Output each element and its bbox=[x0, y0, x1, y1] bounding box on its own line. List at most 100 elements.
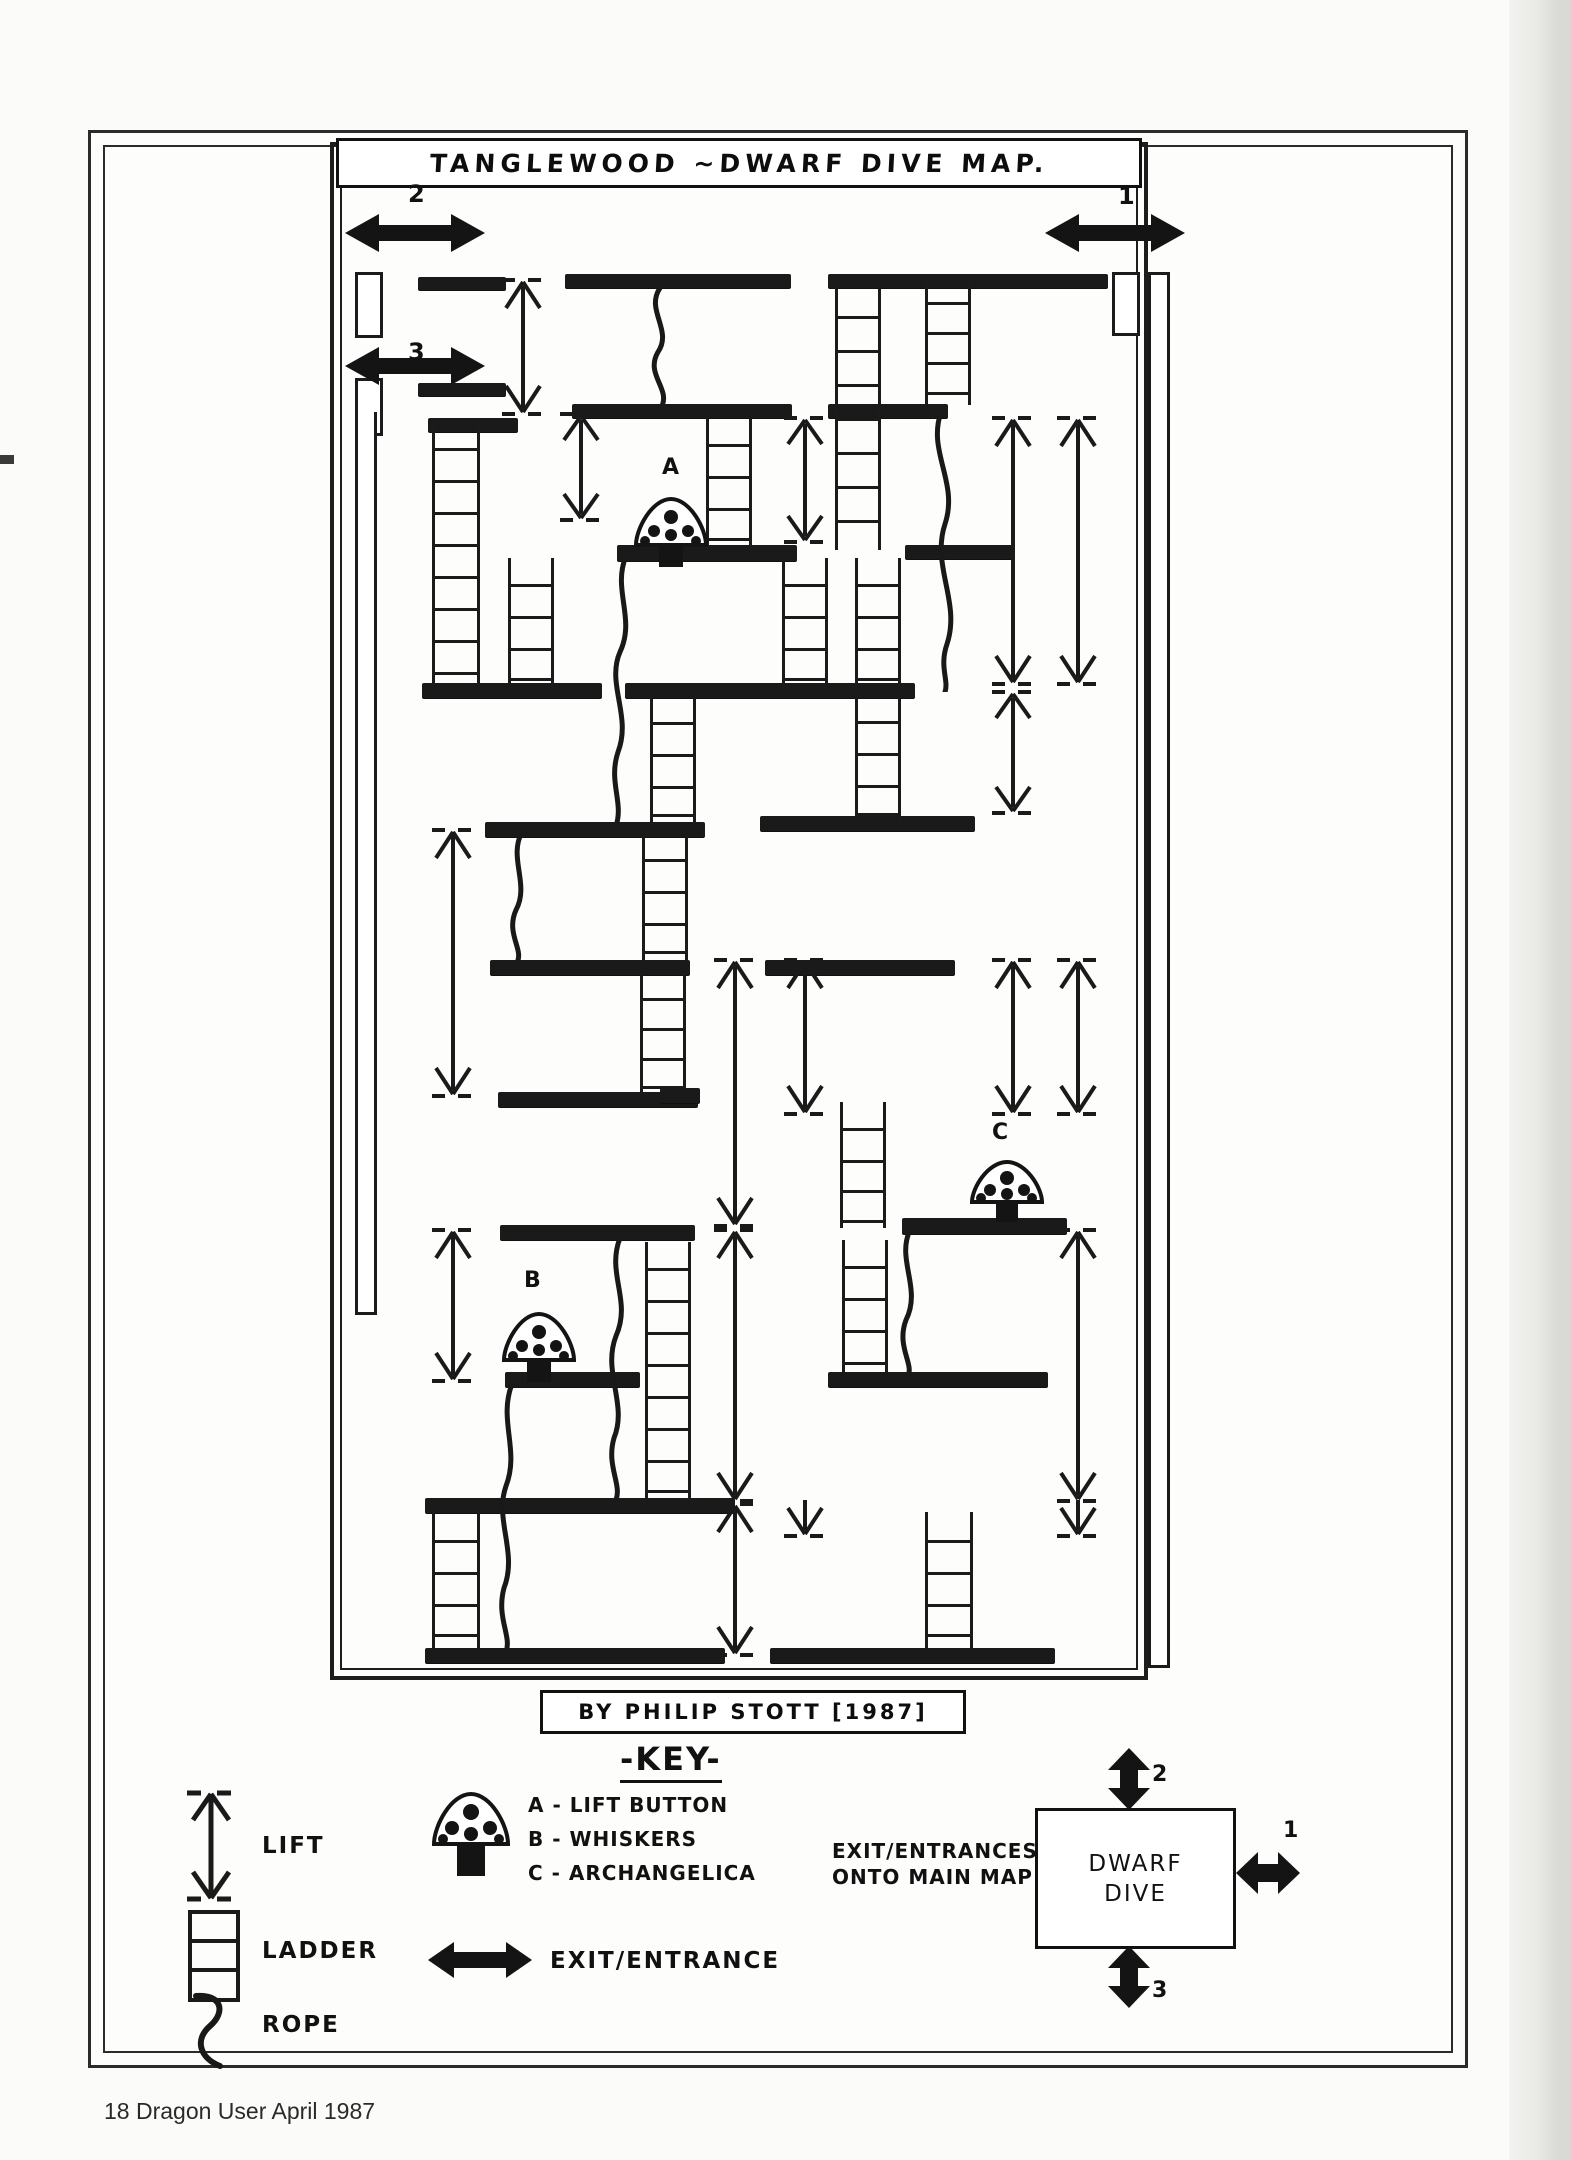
platform bbox=[760, 816, 975, 831]
ladder[interactable] bbox=[925, 1512, 973, 1650]
rope[interactable] bbox=[602, 556, 644, 826]
platform bbox=[418, 383, 506, 396]
key-mushroom-b: B - WHISKERS bbox=[528, 1827, 698, 1851]
rope[interactable] bbox=[925, 412, 967, 692]
dwarf-dive-line-2: DIVE bbox=[1104, 1880, 1167, 1907]
ladder[interactable] bbox=[508, 558, 554, 688]
shaft-wall-left-upper bbox=[355, 272, 383, 338]
key-label-lift: LIFT bbox=[262, 1833, 325, 1859]
platform bbox=[905, 545, 1015, 559]
ladder[interactable] bbox=[645, 1242, 691, 1500]
mushroom-b-label: B bbox=[524, 1268, 541, 1293]
exit-arrow-1[interactable] bbox=[1045, 212, 1185, 254]
mushroom-a-label: A bbox=[662, 455, 680, 480]
shaft-wall-left-long bbox=[355, 412, 377, 1315]
ladder[interactable] bbox=[925, 280, 971, 405]
dwarf-exit-label-bottom: 3 bbox=[1152, 1978, 1168, 2003]
dwarf-dive-box[interactable]: DWARF DIVE bbox=[1035, 1808, 1236, 1949]
platform bbox=[490, 960, 690, 975]
map-byline: BY PHILIP STOTT [1987] bbox=[578, 1700, 928, 1724]
platform bbox=[425, 1648, 725, 1663]
dwarf-exit-arrow-top[interactable] bbox=[1108, 1748, 1150, 1810]
platform bbox=[770, 1648, 1055, 1663]
shaft-wall-right-long bbox=[1148, 272, 1170, 1668]
ladder[interactable] bbox=[855, 695, 901, 823]
ladder[interactable] bbox=[650, 696, 696, 824]
scan-edge-strip bbox=[1557, 0, 1571, 2160]
key-ladder-icon bbox=[188, 1910, 240, 2002]
lift[interactable] bbox=[990, 690, 1036, 815]
key-mushroom-a: A - LIFT BUTTON bbox=[528, 1793, 729, 1817]
lift[interactable] bbox=[712, 1228, 758, 1503]
ladder[interactable] bbox=[432, 1512, 480, 1650]
platform bbox=[422, 683, 602, 698]
page-footer: 18 Dragon User April 1987 bbox=[104, 2098, 376, 2124]
rope[interactable] bbox=[640, 288, 680, 406]
lift[interactable] bbox=[782, 958, 828, 1116]
lift[interactable] bbox=[1055, 1498, 1101, 1538]
mushroom-c-icon[interactable] bbox=[968, 1158, 1046, 1228]
platform bbox=[418, 277, 506, 290]
platform bbox=[500, 1225, 695, 1240]
dwarf-exit-label-right: 1 bbox=[1283, 1818, 1299, 1843]
platform bbox=[625, 683, 915, 698]
lift[interactable] bbox=[990, 958, 1036, 1116]
dwarf-exit-arrow-right[interactable] bbox=[1236, 1852, 1300, 1894]
rope[interactable] bbox=[890, 1230, 930, 1376]
exit-label-3: 3 bbox=[408, 338, 425, 366]
shaft-wall-right-upper bbox=[1112, 272, 1140, 336]
lift[interactable] bbox=[558, 412, 604, 522]
ladder[interactable] bbox=[855, 558, 901, 688]
rope[interactable] bbox=[500, 832, 540, 960]
lift[interactable] bbox=[1055, 416, 1101, 686]
key-heading: -KEY- bbox=[620, 1740, 722, 1783]
rope[interactable] bbox=[488, 1384, 530, 1652]
key-label-exit-entrance: EXIT/ENTRANCE bbox=[550, 1948, 781, 1974]
platform bbox=[565, 274, 791, 288]
ladder[interactable] bbox=[432, 422, 480, 684]
platform bbox=[498, 1092, 698, 1107]
lift[interactable] bbox=[782, 1498, 828, 1538]
ladder[interactable] bbox=[840, 1102, 886, 1228]
lift[interactable] bbox=[782, 416, 828, 544]
map-title-banner: TANGLEWOOD ~DWARF DIVE MAP. bbox=[336, 138, 1142, 188]
platform bbox=[828, 1372, 1048, 1387]
mushroom-a-icon[interactable] bbox=[632, 495, 710, 573]
map-plate-border bbox=[88, 130, 1468, 2068]
exit-label-1: 1 bbox=[1118, 182, 1135, 210]
lift[interactable] bbox=[500, 278, 546, 416]
map-byline-banner: BY PHILIP STOTT [1987] bbox=[540, 1690, 966, 1734]
key-mushroom-c: C - ARCHANGELICA bbox=[528, 1861, 756, 1885]
main-map-note-line-2: ONTO MAIN MAP bbox=[832, 1865, 1033, 1889]
lift[interactable] bbox=[430, 828, 476, 1098]
ladder[interactable] bbox=[706, 418, 752, 548]
dwarf-exit-arrow-bottom[interactable] bbox=[1108, 1946, 1150, 2008]
lift[interactable] bbox=[1055, 958, 1101, 1116]
ladder[interactable] bbox=[835, 288, 881, 550]
map-title: TANGLEWOOD ~DWARF DIVE MAP. bbox=[428, 148, 1050, 178]
exit-label-2: 2 bbox=[408, 180, 425, 208]
mushroom-b-icon[interactable] bbox=[500, 1310, 578, 1388]
rope[interactable] bbox=[598, 1238, 640, 1500]
dwarf-exit-label-top: 2 bbox=[1152, 1762, 1168, 1787]
platform bbox=[428, 418, 518, 432]
lift[interactable] bbox=[1055, 1228, 1101, 1503]
dwarf-dive-line-1: DWARF bbox=[1088, 1850, 1183, 1877]
lift[interactable] bbox=[712, 1502, 758, 1657]
exit-arrow-3[interactable] bbox=[345, 345, 485, 387]
platform bbox=[572, 404, 792, 418]
lift[interactable] bbox=[430, 1228, 476, 1383]
ladder[interactable] bbox=[642, 833, 688, 961]
exit-arrow-2[interactable] bbox=[345, 212, 485, 254]
key-rope-icon bbox=[188, 1990, 242, 2072]
lift[interactable] bbox=[712, 958, 758, 1228]
platform bbox=[902, 1218, 1067, 1234]
key-label-ladder: LADDER bbox=[262, 1938, 379, 1964]
ladder[interactable] bbox=[782, 558, 828, 688]
lift[interactable] bbox=[990, 416, 1036, 686]
main-map-note-line-1: EXIT/ENTRANCES bbox=[832, 1839, 1038, 1863]
ladder[interactable] bbox=[640, 972, 686, 1094]
scan-registration-tick bbox=[0, 455, 14, 464]
ladder[interactable] bbox=[842, 1240, 888, 1374]
